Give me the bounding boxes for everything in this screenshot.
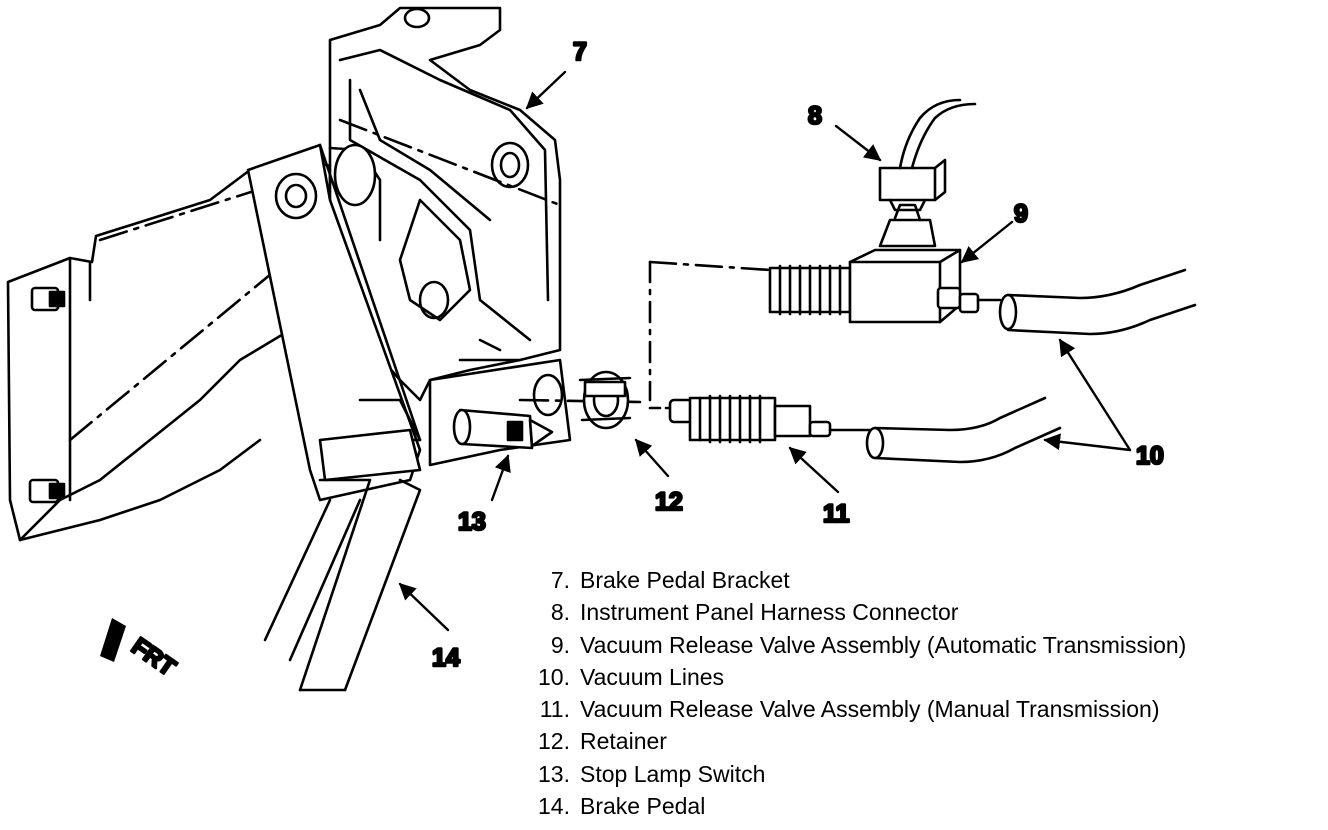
callout-10: 10: [1136, 442, 1164, 470]
callout-13: 13: [458, 508, 486, 536]
leader-14: [398, 582, 450, 632]
legend-item: 14. Brake Pedal: [526, 790, 1186, 822]
dash-mounting-plate: [6, 156, 332, 542]
legend-item-text: Vacuum Lines: [580, 663, 725, 690]
legend-item-text: Vacuum Release Valve Assembly (Automatic…: [580, 631, 1187, 658]
legend-item-number: 14.: [538, 793, 570, 820]
vacuum-lines: [865, 268, 1197, 464]
legend-item: 11. Vacuum Release Valve Assembly (Manual…: [526, 693, 1186, 725]
stop-lamp-switch: [452, 408, 554, 450]
legend-item-number: 7.: [550, 567, 570, 593]
legend-item-number: 8.: [550, 599, 570, 626]
callout-8: 8: [808, 102, 822, 130]
leader-8: [834, 124, 882, 162]
leader-12: [634, 438, 670, 478]
legend-item-number: 11.: [539, 696, 570, 723]
callout-12: 12: [655, 488, 683, 516]
legend-item: 7. Brake Pedal Bracket: [526, 564, 1186, 596]
legend-item-number: 9.: [550, 631, 570, 658]
front-label: FRT: [127, 633, 181, 682]
legend-item: 9. Vacuum Release Valve Assembly (Automat…: [526, 629, 1187, 661]
vacuum-release-valve-manual: [648, 394, 877, 444]
callout-9: 9: [1014, 200, 1028, 228]
parts-legend: 7. Brake Pedal Bracket 8. Instrument Panel …: [526, 564, 1186, 822]
legend-item: 10. Vacuum Lines: [526, 661, 1186, 693]
leader-10b: [1043, 433, 1132, 452]
leader-9: [960, 220, 1014, 264]
leader-7: [525, 70, 567, 110]
retainer-clip: [578, 370, 632, 430]
callout-7: 7: [573, 38, 587, 66]
callout-11: 11: [823, 500, 850, 528]
leader-10a: [1058, 338, 1132, 452]
mounting-nut-upper: [30, 286, 66, 312]
front-direction-indicator: FRT: [100, 618, 182, 683]
vacuum-release-valve-automatic: [648, 203, 1002, 402]
legend-item: 13. Stop Lamp Switch: [526, 758, 1186, 790]
brake-pedal-lever: [263, 478, 422, 692]
leader-11: [788, 446, 840, 494]
legend-item-text: Brake Pedal Bracket: [580, 567, 790, 593]
callout-14: 14: [432, 644, 460, 672]
leader-arrows: [398, 70, 1132, 632]
mounting-nut-lower: [28, 478, 66, 504]
legend-item-number: 10.: [538, 663, 570, 690]
legend-item-number: 12.: [538, 728, 570, 755]
legend-item-text: Retainer: [580, 728, 667, 755]
legend-item-text: Brake Pedal: [580, 793, 706, 820]
legend-item-text: Stop Lamp Switch: [580, 760, 766, 787]
legend-item-text: Vacuum Release Valve Assembly (Manual Tr…: [580, 696, 1160, 723]
legend-item: 8. Instrument Panel Harness Connector: [526, 596, 1186, 628]
legend-item: 12. Retainer: [526, 725, 1186, 757]
legend-item-text: Instrument Panel Harness Connector: [580, 599, 959, 626]
legend-item-number: 13.: [538, 760, 570, 787]
harness-connector: [878, 98, 977, 212]
leader-13: [490, 454, 511, 502]
pedal-pivot-arm: [246, 143, 422, 502]
front-arrow-icon: [100, 618, 126, 662]
